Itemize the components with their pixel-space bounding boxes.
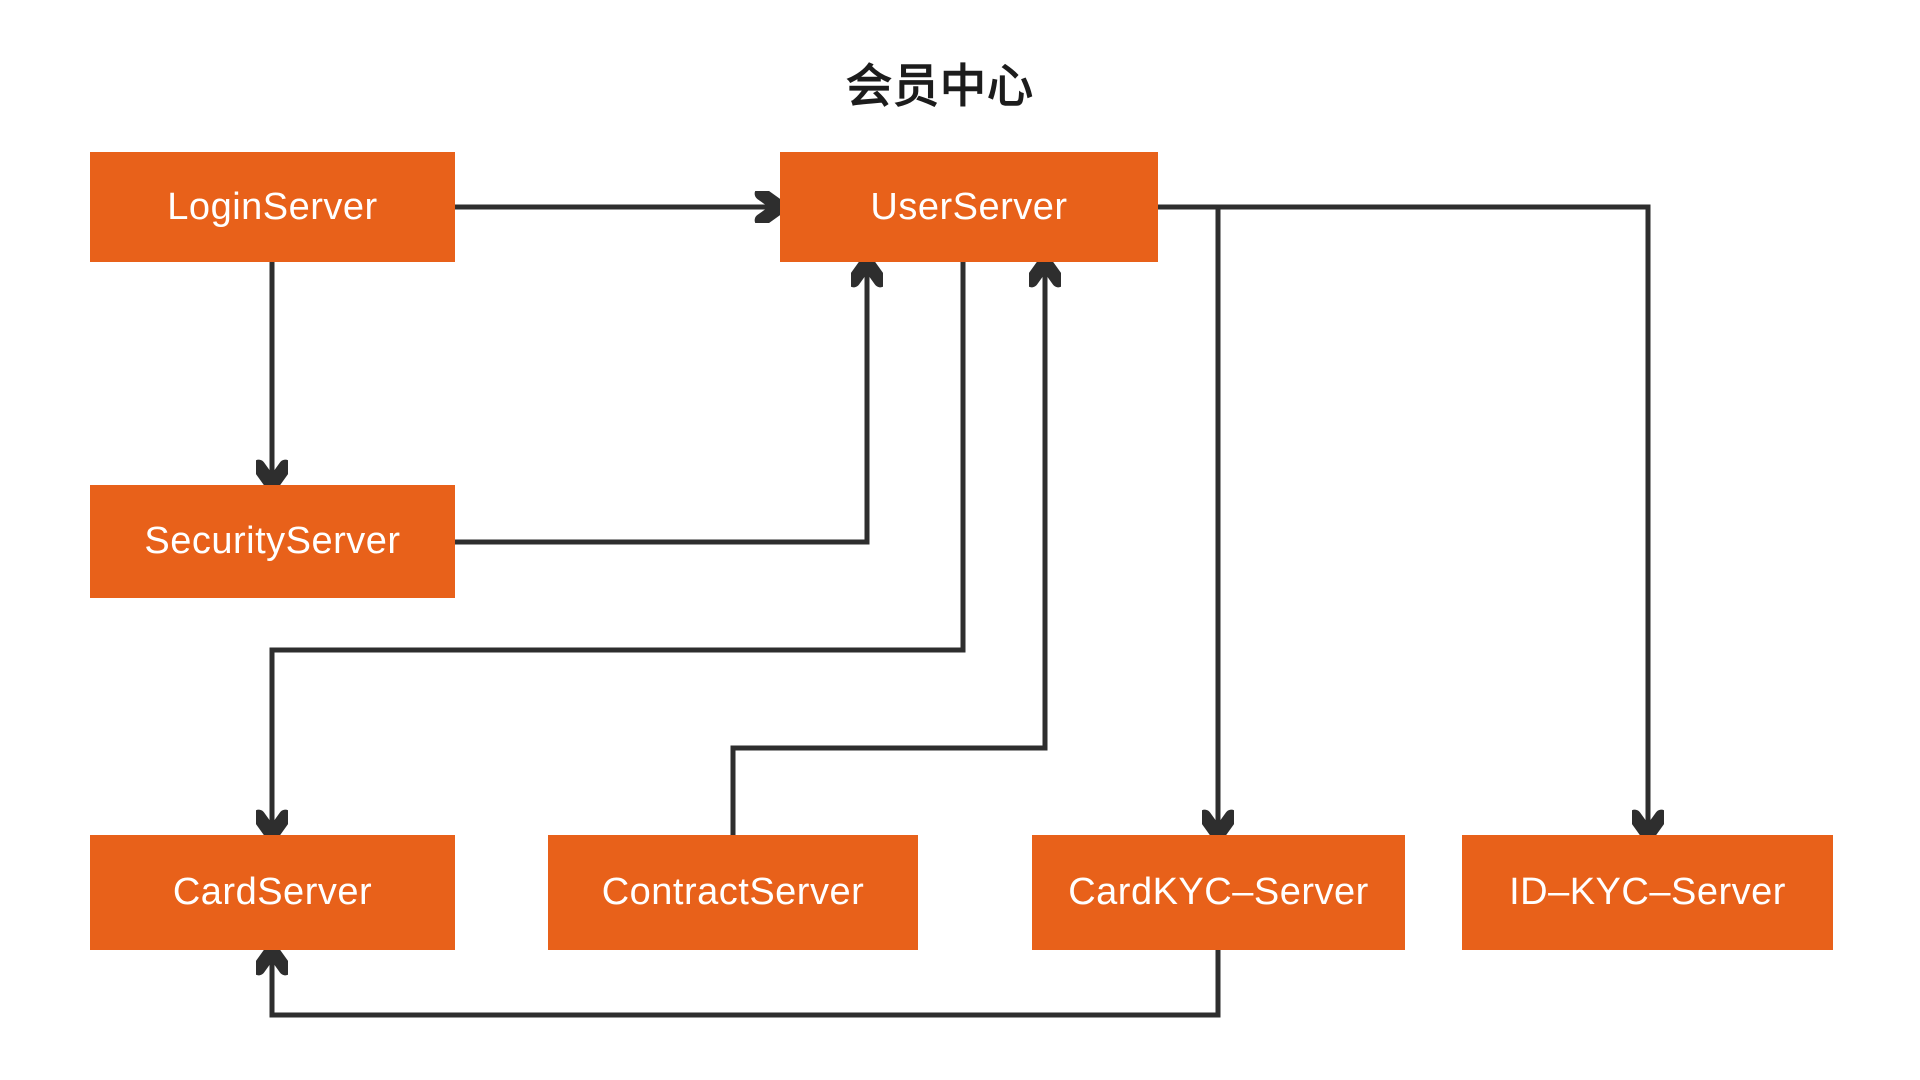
edge-userserver-to-cardkyc-server	[1158, 204, 1218, 835]
node-cardserver-label: CardServer	[172, 871, 373, 913]
node-id-kyc-server-label: ID–KYC–Server	[1509, 871, 1786, 913]
edge-securityserver-to-userserver	[455, 262, 867, 545]
node-contractserver-label: ContractServer	[601, 871, 865, 913]
node-cardkyc-server: CardKYC–Server	[1032, 835, 1405, 950]
node-id-kyc-server: ID–KYC–Server	[1462, 835, 1833, 950]
edge-contractserver-to-userserver	[730, 262, 1045, 835]
node-securityserver: SecurityServer	[90, 485, 455, 598]
node-loginserver-label: LoginServer	[167, 185, 378, 228]
node-userserver-label: UserServer	[870, 185, 1068, 228]
node-cardkyc-server-label: CardKYC–Server	[1068, 871, 1369, 913]
node-cardserver: CardServer	[90, 835, 455, 950]
node-loginserver: LoginServer	[90, 152, 455, 262]
edge-userserver-to-cardserver	[272, 262, 966, 835]
node-contractserver: ContractServer	[548, 835, 918, 950]
edge-cardkyc-server-to-cardserver	[272, 950, 1221, 1018]
node-securityserver-label: SecurityServer	[144, 520, 401, 562]
node-userserver: UserServer	[780, 152, 1158, 262]
diagram-title: 会员中心	[846, 60, 1034, 112]
edge-userserver-to-id-kyc-server	[1158, 204, 1648, 835]
